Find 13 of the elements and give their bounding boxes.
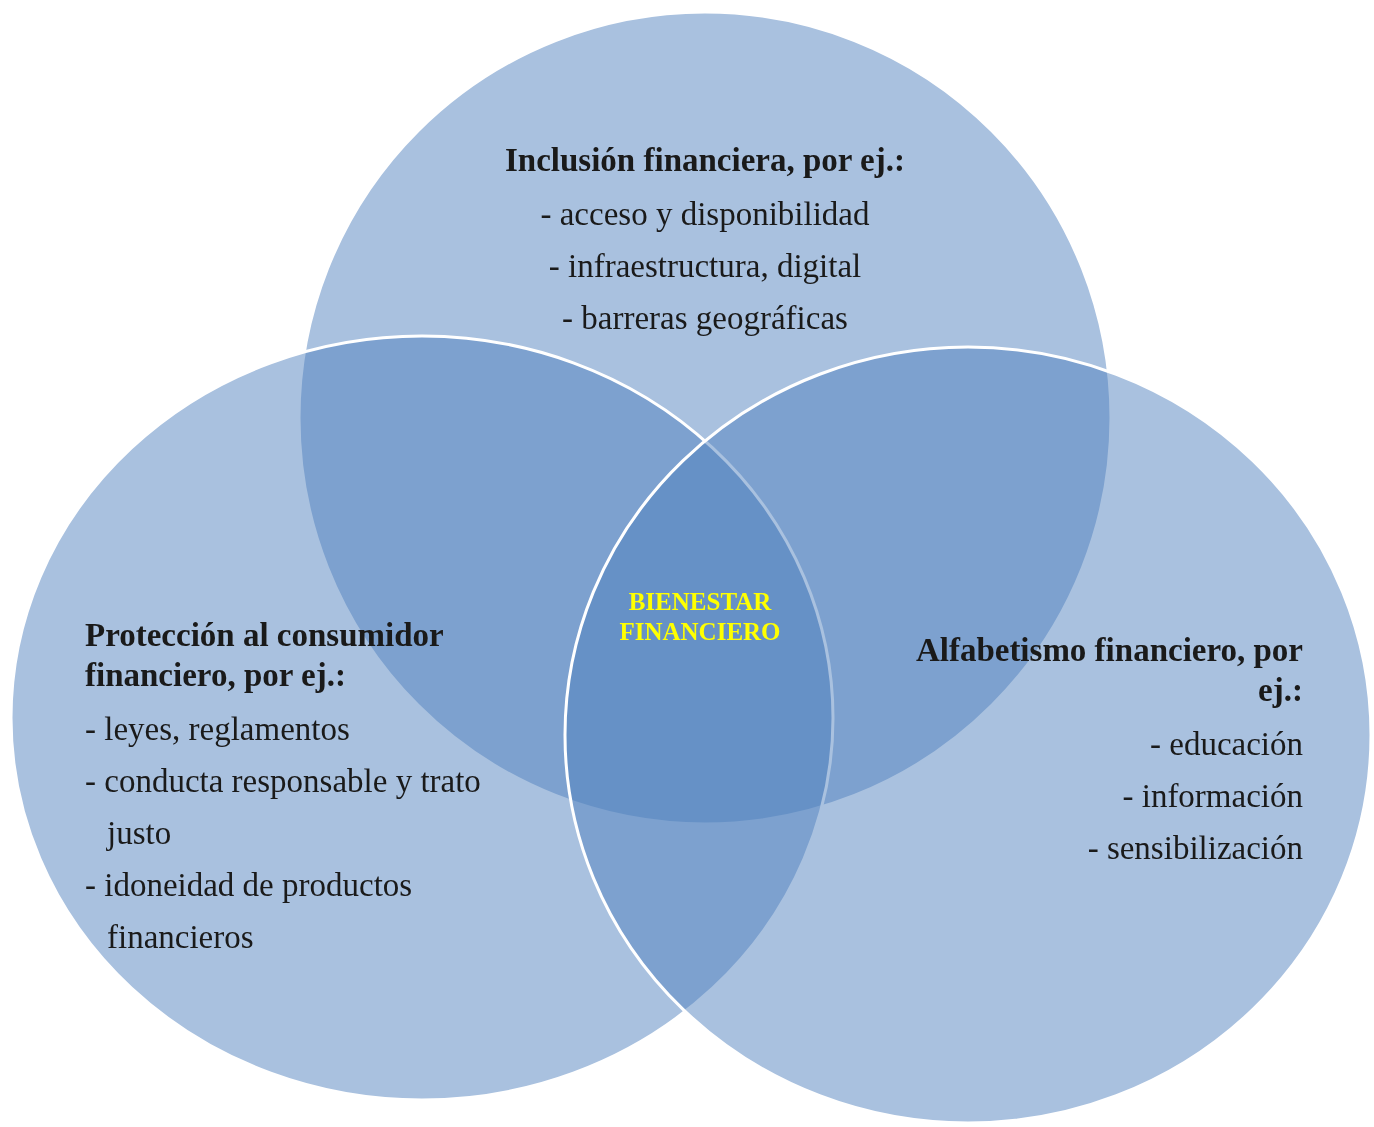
circle-heading: Alfabetismo financiero, por ej.: [914, 631, 1303, 710]
circle-heading: Protección al consumidor financiero, por ej.: [85, 616, 445, 695]
list-item: - barreras geográficas [561, 299, 849, 338]
list-item: - sensibilización [1086, 829, 1303, 868]
list-item: - leyes, reglamentos [85, 710, 351, 749]
list-item: - idoneidad de productos financieros [85, 866, 414, 957]
circle-heading: Inclusión financiera, por ej.: [504, 141, 906, 180]
list-item: - educación [1149, 725, 1303, 764]
list-item: - acceso y disponibilidad [539, 195, 871, 234]
list-item: - información [1121, 777, 1303, 816]
list-item: - infraestructura, digital [547, 247, 863, 286]
list-item: - conducta responsable y trato justo [85, 762, 482, 853]
center-label: BIENESTAR FINANCIERO [618, 587, 782, 647]
